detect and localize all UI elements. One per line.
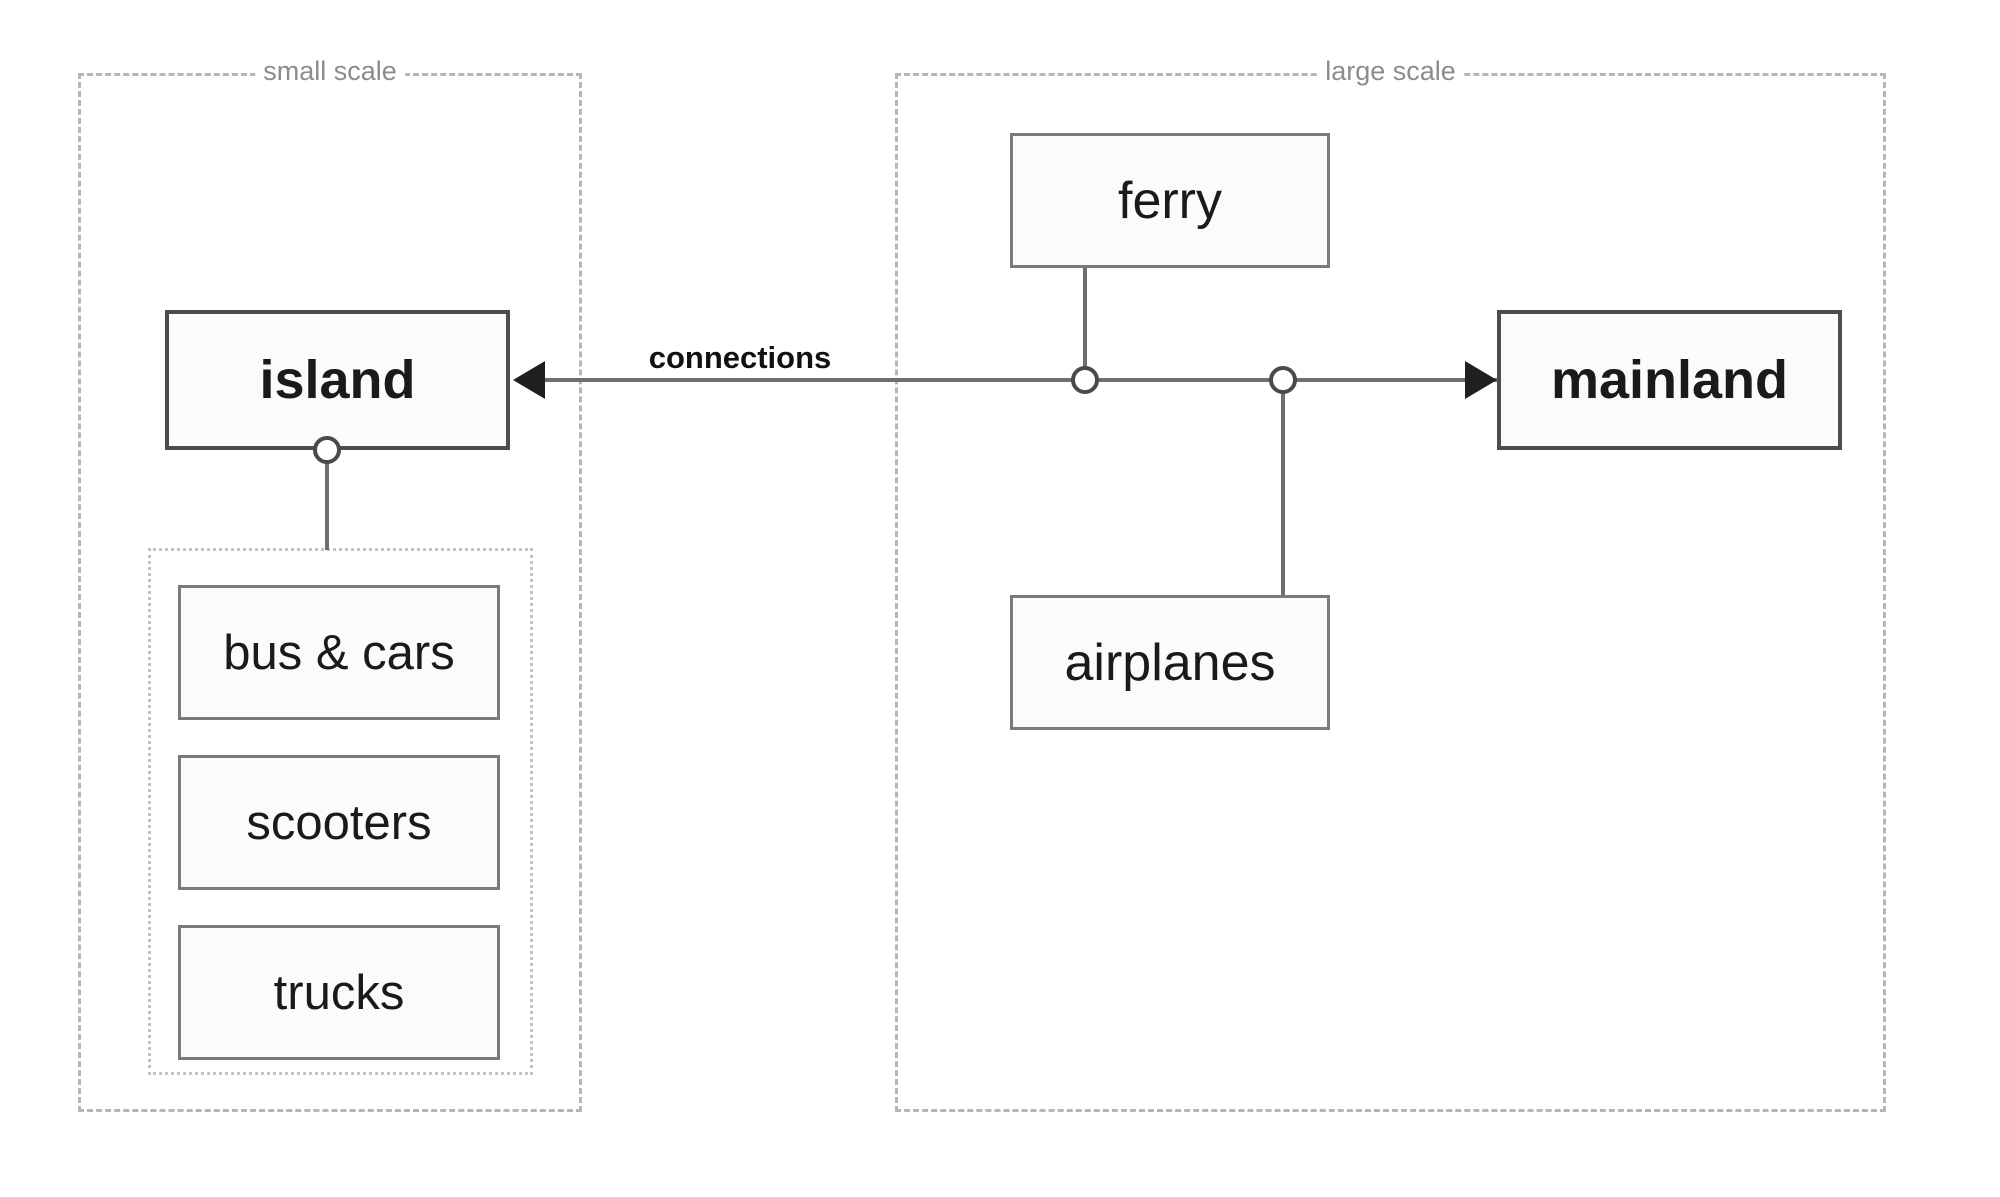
ferry-connector-line [1083, 268, 1087, 380]
node-island-label: island [259, 350, 416, 410]
node-bus-and-cars[interactable]: bus & cars [178, 585, 500, 720]
group-large-scale[interactable]: large scale [895, 54, 1886, 1112]
island-vehicles-junction-circle [313, 436, 341, 464]
connections-right-arrowhead [1465, 361, 1497, 399]
node-trucks[interactable]: trucks [178, 925, 500, 1060]
node-mainland-label: mainland [1550, 350, 1789, 410]
connections-line [543, 378, 1497, 382]
group-small-scale-label: small scale [255, 54, 405, 88]
connections-left-arrowhead [513, 361, 545, 399]
group-small-scale[interactable]: small scale [78, 54, 582, 1112]
ferry-junction-circle [1071, 366, 1099, 394]
node-mainland[interactable]: mainland [1497, 310, 1842, 450]
island-vehicles-connector-line [325, 450, 329, 550]
group-large-scale-label: large scale [1317, 54, 1464, 88]
node-ferry[interactable]: ferry [1010, 133, 1330, 268]
node-airplanes[interactable]: airplanes [1010, 595, 1330, 730]
node-island[interactable]: island [165, 310, 510, 450]
node-ferry-label: ferry [1118, 171, 1222, 230]
airplanes-junction-circle [1269, 366, 1297, 394]
airplanes-connector-line [1281, 380, 1285, 595]
connections-edge-label: connections [642, 340, 838, 376]
group-vehicles[interactable] [148, 548, 533, 1075]
node-trucks-label: trucks [273, 965, 405, 1020]
node-scooters[interactable]: scooters [178, 755, 500, 890]
node-scooters-label: scooters [246, 795, 432, 850]
node-airplanes-label: airplanes [1064, 633, 1276, 692]
node-bus-and-cars-label: bus & cars [223, 625, 455, 680]
